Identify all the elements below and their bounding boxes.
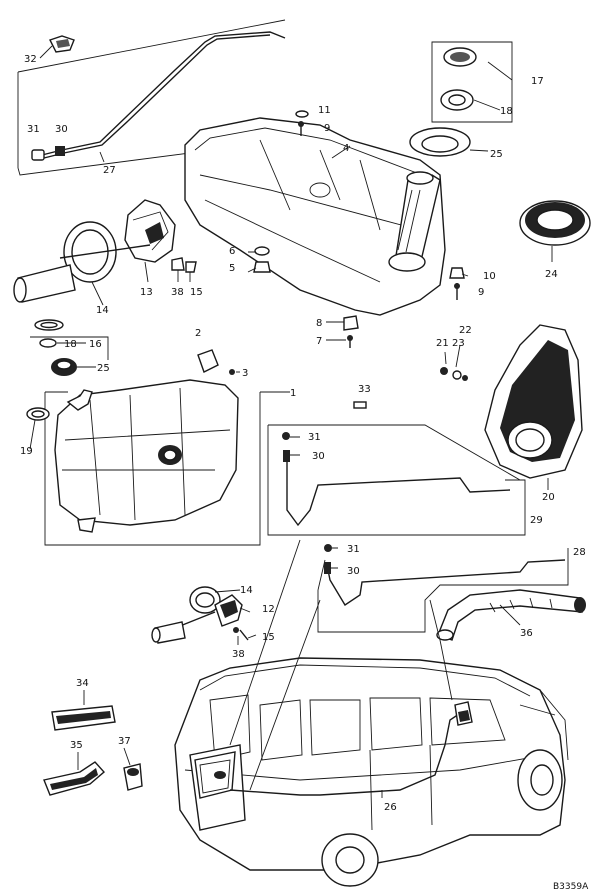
label-21: 21 [436, 338, 449, 349]
label-25a: 25 [490, 149, 503, 160]
label-27: 27 [103, 165, 116, 176]
washer-6 [254, 246, 270, 256]
label-28: 28 [573, 547, 586, 558]
label-3: 3 [242, 368, 248, 379]
nut-5 [253, 261, 271, 273]
saloon-fuel-tank-1 [26, 349, 290, 546]
screw-9b [454, 283, 460, 289]
sender-unit-12 [151, 586, 249, 644]
drawing-code: B3359A [553, 882, 589, 892]
bush-8 [343, 315, 359, 331]
label-14a: 14 [96, 305, 109, 316]
screw-7 [347, 335, 353, 341]
hoses [43, 705, 143, 796]
label-24: 24 [545, 269, 558, 280]
nut-10 [449, 267, 465, 279]
fuel-pipe-29 [267, 401, 526, 536]
label-34: 34 [76, 678, 89, 689]
filler-seals [409, 127, 591, 246]
label-9b: 9 [478, 287, 484, 298]
lockwasher-38b [233, 627, 239, 633]
estate-car-26 [174, 657, 569, 887]
filler-pipe-36 [436, 589, 586, 641]
part-number-labels: 1 2 3 4 5 6 7 8 9 9 10 11 12 13 14 14 15… [20, 54, 589, 892]
label-15a: 15 [190, 287, 203, 298]
label-18b: 18 [64, 339, 77, 350]
label-23: 23 [452, 338, 465, 349]
grommet-33 [353, 401, 367, 409]
label-22: 22 [459, 325, 472, 336]
label-30c: 30 [347, 566, 360, 577]
label-37: 37 [118, 736, 131, 747]
label-29: 29 [530, 515, 543, 526]
label-5: 5 [229, 263, 235, 274]
label-4: 4 [343, 143, 349, 154]
label-12: 12 [262, 604, 275, 615]
label-25b: 25 [97, 363, 110, 374]
label-38a: 38 [171, 287, 184, 298]
label-30b: 30 [312, 451, 325, 462]
label-9a: 9 [324, 123, 330, 134]
label-33: 33 [358, 384, 371, 395]
label-6: 6 [229, 246, 235, 257]
label-35: 35 [70, 740, 83, 751]
nut-21 [440, 367, 448, 375]
washer-23 [452, 370, 462, 380]
hose-35 [43, 761, 106, 796]
left-seal-parts [30, 319, 109, 376]
label-11: 11 [318, 105, 331, 116]
label-10: 10 [483, 271, 496, 282]
label-7: 7 [316, 336, 322, 347]
label-38b: 38 [232, 649, 245, 660]
label-15b: 15 [262, 632, 275, 643]
label-16: 16 [89, 339, 102, 350]
leader-lines [29, 45, 553, 798]
label-30a: 30 [55, 124, 68, 135]
label-31a: 31 [27, 124, 40, 135]
label-20: 20 [542, 492, 555, 503]
label-1: 1 [290, 388, 296, 399]
fuel-gauge-unit-13 [13, 199, 197, 303]
washer-11 [295, 110, 309, 118]
fuel-pipe-assembly-27 [17, 19, 291, 176]
cap-assembly-17 [431, 41, 513, 123]
label-14b: 14 [240, 585, 253, 596]
label-36: 36 [520, 628, 533, 639]
label-31b: 31 [308, 432, 321, 443]
rear-fuel-tank-4 [184, 117, 446, 316]
screw-15 [185, 261, 197, 273]
bracket-3 [197, 349, 219, 373]
label-32: 32 [24, 54, 37, 65]
label-13: 13 [140, 287, 153, 298]
label-18a: 18 [500, 106, 513, 117]
label-17: 17 [531, 76, 544, 87]
fuel-tank-shield-20 [440, 324, 583, 479]
lockwasher-38 [171, 257, 185, 271]
label-19: 19 [20, 446, 33, 457]
tank-fixings [253, 110, 465, 348]
label-2: 2 [195, 328, 201, 339]
float [17, 264, 76, 303]
fuel-pipe-28 [317, 544, 569, 633]
label-26: 26 [384, 802, 397, 813]
clip-37 [123, 763, 143, 791]
screw-9a [298, 121, 304, 127]
label-8: 8 [316, 318, 322, 329]
label-31c: 31 [347, 544, 360, 555]
